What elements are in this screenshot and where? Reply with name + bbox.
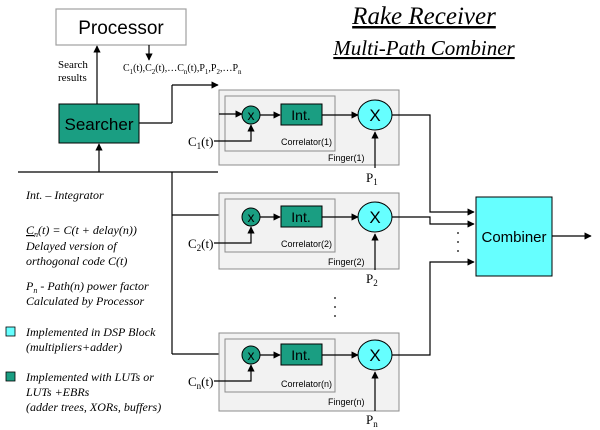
finger-1-to-combiner (392, 114, 475, 216)
processor-label: Processor (78, 18, 164, 39)
correlator-n-label: Correlator(n) (281, 379, 332, 389)
finger-2-label: Finger(2) (328, 257, 365, 267)
legend-cn-formula: Cn(t) = C(t + delay(n)) (26, 223, 137, 239)
combiner-input-dots (457, 232, 459, 252)
code-params-label: C1(t),C2(t),…Cn(t),P1,P2,…Pn (123, 63, 242, 76)
finger-1-p-label: P1 (366, 170, 378, 187)
diagram-title: Rake Receiver (351, 3, 496, 30)
combiner-label: Combiner (481, 229, 546, 246)
legend-pn-formula: Pn - Path(n) power factor (25, 279, 149, 295)
legend-pn-desc: Calculated by Processor (26, 294, 145, 308)
finger-1-code-line (214, 124, 255, 142)
finger-2-integrator-label: Int. (291, 209, 310, 225)
finger-ellipsis-dots (334, 297, 336, 317)
finger-n-to-combiner (392, 258, 475, 356)
finger-n-mult-big-label: X (369, 346, 380, 365)
correlator-2-box (224, 198, 336, 253)
correlator-2-label: Correlator(2) (281, 239, 332, 249)
diagram-subtitle: Multi-Path Combiner (332, 36, 515, 60)
finger-1-mult-small-label: x (248, 107, 255, 123)
legend-dsp-text: Implemented in DSP Block (multipliers+ad… (25, 325, 158, 354)
finger-n-p-label: Pn (366, 412, 378, 429)
finger-2: x Int. X C2(t) Correlator(2) Finger(2) P… (188, 192, 400, 288)
searcher-label: Searcher (65, 115, 134, 134)
correlator-1-box (224, 95, 336, 152)
legend-dsp-swatch (5, 326, 16, 337)
finger-n: x Int. X Cn(t) Correlator(n) Finger(n) P… (188, 332, 400, 429)
finger-n-code-label: Cn(t) (188, 374, 213, 391)
finger-n-mult-small-label: x (248, 347, 255, 363)
searcher-box (58, 103, 140, 144)
processor-box (55, 8, 187, 46)
finger-2-p-label: P2 (366, 271, 378, 288)
correlator-n-box (224, 338, 336, 393)
finger-1: x Int. X C1(t) Correlator(1) Finger(1) P… (188, 89, 400, 187)
legend-lut-swatch (5, 371, 16, 382)
finger-2-to-combiner (392, 216, 475, 228)
finger-n-label: Finger(n) (328, 397, 365, 407)
legend-lut-text: Implemented with LUTs or LUTs +EBRs (add… (25, 370, 161, 414)
finger-2-code-label: C2(t) (188, 236, 213, 253)
finger-n-code-line (214, 364, 255, 382)
finger-n-integrator-label: Int. (291, 347, 310, 363)
combiner-box (475, 196, 553, 277)
legend-int: Int. – Integrator (25, 188, 104, 202)
finger-1-integrator-label: Int. (291, 107, 310, 123)
finger-1-label: Finger(1) (328, 153, 365, 163)
finger-1-code-label: C1(t) (188, 134, 213, 151)
finger-2-mult-big-label: X (369, 208, 380, 227)
finger-1-mult-big-label: X (369, 106, 380, 125)
legend-cn-desc: Delayed version of orthogonal code C(t) (25, 239, 127, 268)
finger-2-code-line (214, 226, 255, 244)
correlator-1-label: Correlator(1) (281, 137, 332, 147)
finger-2-mult-small-label: x (248, 209, 255, 225)
search-results-label: Search results (58, 59, 91, 84)
